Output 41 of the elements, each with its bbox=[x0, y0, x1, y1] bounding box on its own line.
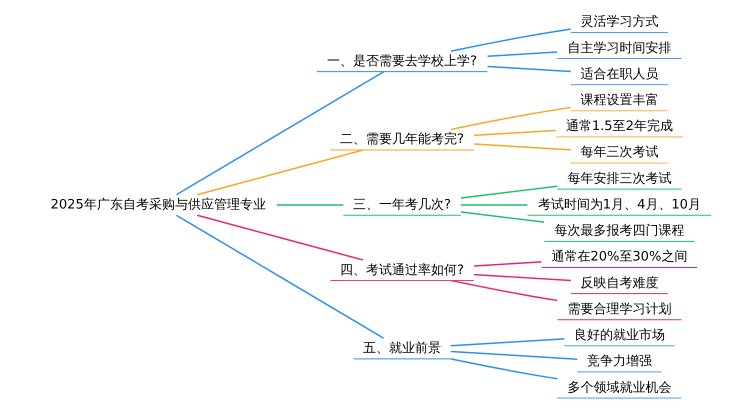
node-text: 四、考试通过率如何? bbox=[340, 262, 464, 278]
node-text: 2025年广东自考采购与供应管理专业 bbox=[50, 197, 266, 212]
node-text: 需要合理学习计划 bbox=[566, 302, 671, 317]
node-text: 每年三次考试 bbox=[580, 145, 658, 160]
connector bbox=[176, 71, 384, 196]
node-text: 适合在职人员 bbox=[580, 66, 658, 82]
connector bbox=[450, 358, 557, 380]
node-text: 每年安排三次考试 bbox=[566, 171, 671, 186]
connector bbox=[487, 51, 557, 57]
node-text: 二、需要几年能考完? bbox=[340, 132, 464, 148]
node-text: 多个领域就业机会 bbox=[566, 380, 671, 396]
node-text: 反映自考难度 bbox=[580, 276, 658, 291]
connector bbox=[460, 186, 557, 199]
node-text: 良好的就业市场 bbox=[573, 328, 664, 344]
node-text: 每次最多报考四门课程 bbox=[554, 224, 684, 239]
connector bbox=[460, 204, 527, 206]
connector bbox=[176, 214, 384, 339]
connector bbox=[196, 214, 363, 261]
node-text: 通常在20%至30%之间 bbox=[550, 250, 687, 265]
node-text: 课程设置丰富 bbox=[580, 92, 658, 108]
connector bbox=[474, 130, 556, 136]
connector bbox=[450, 280, 557, 302]
node-text: 五、就业前景 bbox=[362, 341, 441, 356]
connector bbox=[196, 149, 363, 196]
connector bbox=[450, 28, 570, 52]
connector bbox=[474, 261, 541, 267]
connector bbox=[460, 211, 544, 223]
node-text: 一、是否需要去学校上学? bbox=[326, 54, 477, 69]
node-text: 三、一年考几次? bbox=[352, 197, 451, 212]
connector bbox=[276, 204, 343, 206]
connector bbox=[450, 338, 564, 346]
node-text: 自主学习时间安排 bbox=[566, 40, 671, 56]
node-text: 考试时间为1月、4月、10月 bbox=[537, 197, 701, 212]
connector bbox=[450, 350, 577, 360]
connector bbox=[450, 106, 570, 130]
connector bbox=[474, 274, 570, 282]
connector bbox=[474, 143, 570, 151]
connector bbox=[487, 66, 570, 72]
node-text: 竞争力增强 bbox=[586, 354, 652, 370]
node-text: 通常1.5至2年完成 bbox=[565, 119, 672, 134]
node-text: 灵活学习方式 bbox=[580, 14, 658, 30]
